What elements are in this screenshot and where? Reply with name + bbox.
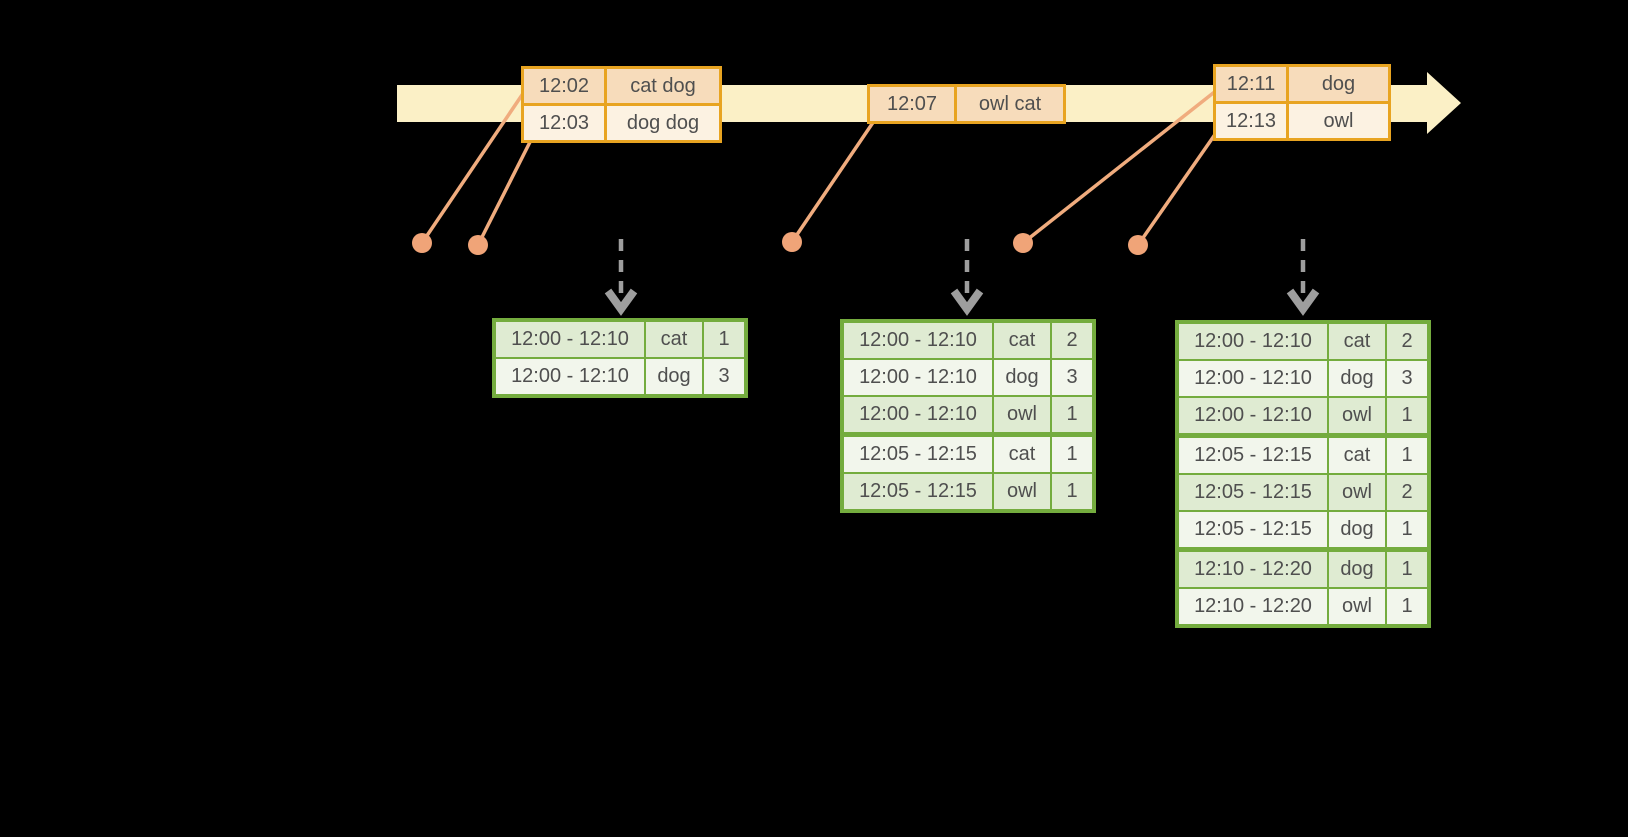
result-table-2: 12:00 - 12:10 cat 2 12:00 - 12:10 dog 3 … [840,319,1096,513]
words-cell: owl cat [954,84,1066,124]
words-cell: dog [1286,64,1391,104]
result-row: 12:00 - 12:10 cat 2 [841,320,1095,360]
count-cell: 2 [1385,321,1430,361]
connector-line [1136,131,1218,247]
count-cell: 3 [702,357,747,397]
trigger-arrow-head-icon [604,288,638,316]
event-row: 12:07 owl cat [867,84,1066,124]
count-cell: 3 [1050,358,1095,397]
word-cell: owl [1327,473,1387,512]
result-row: 12:00 - 12:10 owl 1 [1176,396,1430,437]
window-cell: 12:00 - 12:10 [1176,359,1329,398]
word-cell: dog [644,357,704,397]
word-cell: dog [1327,359,1387,398]
event-table-late: 12:11 dog 12:13 owl [1213,64,1391,141]
word-cell: cat [992,432,1052,474]
connector-line [476,139,533,246]
connector-line [790,120,876,243]
result-row: 12:00 - 12:10 cat 1 [493,319,747,359]
window-cell: 12:00 - 12:10 [841,320,994,360]
event-table-middle: 12:07 owl cat [867,84,1066,124]
result-row: 12:05 - 12:15 cat 1 [841,432,1095,474]
words-cell: owl [1286,101,1391,141]
count-cell: 1 [1050,395,1095,436]
event-row: 12:11 dog [1213,64,1391,104]
trigger-arrows [604,239,1320,316]
time-cell: 12:11 [1213,64,1289,104]
word-cell: cat [644,319,704,359]
window-cell: 12:05 - 12:15 [1176,473,1329,512]
result-table-1: 12:00 - 12:10 cat 1 12:00 - 12:10 dog 3 [492,318,748,398]
count-cell: 1 [702,319,747,359]
connector-lines [420,88,1219,247]
window-cell: 12:00 - 12:10 [1176,321,1329,361]
window-cell: 12:05 - 12:15 [1176,433,1329,475]
timeline-arrowhead-icon [1427,72,1461,134]
count-cell: 3 [1385,359,1430,398]
count-cell: 2 [1385,473,1430,512]
count-cell: 1 [1385,587,1430,627]
result-table-3: 12:00 - 12:10 cat 2 12:00 - 12:10 dog 3 … [1175,320,1431,628]
result-row: 12:05 - 12:15 owl 1 [841,472,1095,512]
connector-line [420,91,526,244]
count-cell: 1 [1385,547,1430,589]
words-cell: dog dog [604,103,722,143]
word-cell: owl [1327,587,1387,627]
event-dot [468,235,488,255]
event-row: 12:02 cat dog [521,66,722,106]
count-cell: 1 [1050,472,1095,512]
word-cell: owl [1327,396,1387,437]
result-row: 12:00 - 12:10 dog 3 [493,357,747,397]
window-cell: 12:10 - 12:20 [1176,547,1329,589]
count-cell: 1 [1385,433,1430,475]
result-row: 12:10 - 12:20 dog 1 [1176,547,1430,589]
window-cell: 12:05 - 12:15 [841,472,994,512]
word-cell: owl [992,395,1052,436]
event-row: 12:13 owl [1213,101,1391,141]
time-cell: 12:03 [521,103,607,143]
time-cell: 12:02 [521,66,607,106]
window-cell: 12:05 - 12:15 [841,432,994,474]
count-cell: 1 [1385,510,1430,551]
time-cell: 12:13 [1213,101,1289,141]
word-cell: dog [1327,510,1387,551]
count-cell: 1 [1385,396,1430,437]
word-cell: cat [1327,433,1387,475]
connector-line [1021,88,1219,245]
result-row: 12:00 - 12:10 owl 1 [841,395,1095,436]
result-row: 12:10 - 12:20 owl 1 [1176,587,1430,627]
event-dot [782,232,802,252]
trigger-arrow-head-icon [950,288,984,316]
window-cell: 12:00 - 12:10 [841,395,994,436]
result-row: 12:05 - 12:15 owl 2 [1176,473,1430,512]
count-cell: 2 [1050,320,1095,360]
result-row: 12:00 - 12:10 cat 2 [1176,321,1430,361]
trigger-arrow-head-icon [1286,288,1320,316]
window-cell: 12:05 - 12:15 [1176,510,1329,551]
window-cell: 12:00 - 12:10 [493,357,646,397]
window-cell: 12:10 - 12:20 [1176,587,1329,627]
result-row: 12:05 - 12:15 dog 1 [1176,510,1430,551]
result-row: 12:05 - 12:15 cat 1 [1176,433,1430,475]
count-cell: 1 [1050,432,1095,474]
result-row: 12:00 - 12:10 dog 3 [841,358,1095,397]
window-cell: 12:00 - 12:10 [493,319,646,359]
word-cell: owl [992,472,1052,512]
time-cell: 12:07 [867,84,957,124]
event-row: 12:03 dog dog [521,103,722,143]
event-dot [412,233,432,253]
event-table-early: 12:02 cat dog 12:03 dog dog [521,66,722,143]
window-cell: 12:00 - 12:10 [841,358,994,397]
words-cell: cat dog [604,66,722,106]
word-cell: cat [1327,321,1387,361]
event-dot [1128,235,1148,255]
event-dots [412,232,1148,255]
word-cell: dog [992,358,1052,397]
window-cell: 12:00 - 12:10 [1176,396,1329,437]
event-dot [1013,233,1033,253]
word-cell: cat [992,320,1052,360]
result-row: 12:00 - 12:10 dog 3 [1176,359,1430,398]
word-cell: dog [1327,547,1387,589]
